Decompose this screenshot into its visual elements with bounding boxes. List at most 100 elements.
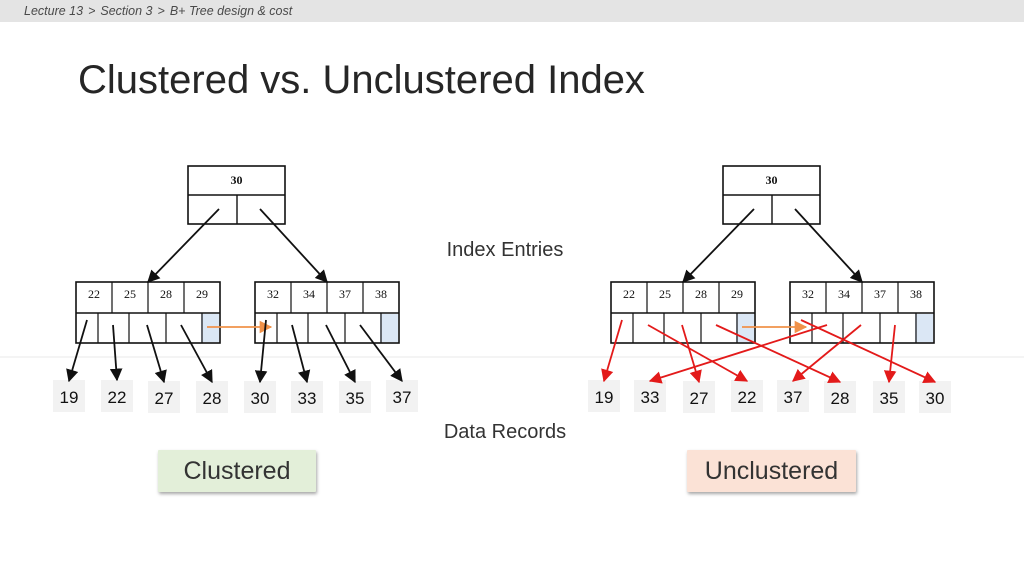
left-leaf-node: 22 25 28 29	[75, 281, 221, 344]
root-to-left-leaf-arrow	[682, 208, 755, 283]
root-key: 30	[766, 173, 778, 187]
leaf-key: 28	[695, 287, 707, 301]
data-record-value: 27	[155, 389, 174, 408]
data-record-box	[731, 380, 763, 412]
leaf-key: 25	[124, 287, 136, 301]
root-to-left-leaf-arrow	[147, 208, 220, 283]
data-record-value: 22	[738, 388, 757, 407]
data-record: 28	[824, 381, 856, 413]
record-pointer-arrow	[792, 324, 862, 382]
data-record-box	[824, 381, 856, 413]
data-record-value: 27	[690, 389, 709, 408]
record-pointer-arrow	[254, 319, 268, 384]
leaf-key: 22	[623, 287, 635, 301]
record-pointer-arrow	[648, 324, 828, 384]
data-record: 28	[196, 381, 228, 413]
leaf-key: 37	[339, 287, 351, 301]
data-records-label: Data Records	[444, 421, 566, 443]
data-record-box	[196, 381, 228, 413]
leaf-key: 38	[375, 287, 387, 301]
data-record-box	[291, 381, 323, 413]
root-to-right-leaf-arrow	[794, 208, 863, 283]
clustered-tree: 30 22 25 28 29 32 34 37 38 19 22 27 28 30 33 35 37	[53, 165, 418, 413]
data-record-value: 19	[595, 388, 614, 407]
record-pointer-arrow	[647, 324, 749, 382]
data-record-value: 35	[346, 389, 365, 408]
leaf-next-pointer-cell	[915, 314, 933, 342]
data-record-value: 30	[251, 389, 270, 408]
record-pointer-arrow	[359, 324, 403, 383]
data-record: 27	[148, 381, 180, 413]
data-record-value: 28	[203, 389, 222, 408]
record-pointer-arrow	[180, 324, 213, 384]
data-record: 27	[683, 381, 715, 413]
data-record-box	[148, 381, 180, 413]
data-record: 30	[244, 381, 276, 413]
leaf-next-pointer-cell	[736, 314, 754, 342]
data-record-value: 37	[393, 388, 412, 407]
data-record: 30	[919, 381, 951, 413]
data-record: 33	[634, 380, 666, 412]
data-record-value: 30	[926, 389, 945, 408]
data-record-box	[588, 380, 620, 412]
leaf-key: 32	[802, 287, 814, 301]
data-record-box	[919, 381, 951, 413]
record-pointer-arrow	[291, 324, 311, 384]
breadcrumb-item-topic[interactable]: B+ Tree design & cost	[169, 4, 293, 18]
record-pointer-arrow	[146, 324, 167, 384]
slide-title: Clustered vs. Unclustered Index	[78, 58, 645, 102]
data-record: 35	[339, 381, 371, 413]
data-record-value: 33	[298, 389, 317, 408]
data-record-value: 33	[641, 388, 660, 407]
data-record-box	[386, 380, 418, 412]
leaf-next-pointer-cell	[380, 314, 398, 342]
leaf-key: 34	[838, 287, 850, 301]
leaf-key: 22	[88, 287, 100, 301]
index-entries-label: Index Entries	[447, 239, 564, 261]
record-pointer-arrow	[681, 324, 702, 384]
data-record: 33	[291, 381, 323, 413]
leaf-key: 29	[731, 287, 743, 301]
root-node: 30	[187, 165, 286, 225]
breadcrumb-separator: >	[157, 4, 165, 18]
root-node: 30	[722, 165, 821, 225]
leaf-key: 28	[160, 287, 172, 301]
breadcrumb-item-section[interactable]: Section 3	[100, 4, 153, 18]
record-pointer-arrow	[601, 319, 623, 383]
breadcrumb-item-lecture[interactable]: Lecture 13	[24, 4, 84, 18]
data-record: 22	[731, 380, 763, 412]
record-pointer-arrow	[883, 324, 897, 384]
leaf-key: 38	[910, 287, 922, 301]
data-record-value: 28	[831, 389, 850, 408]
leaf-key: 32	[267, 287, 279, 301]
data-record-value: 37	[784, 388, 803, 407]
data-record-box	[53, 380, 85, 412]
data-record: 19	[53, 380, 85, 412]
leaf-next-pointer-cell	[201, 314, 219, 342]
data-record: 22	[101, 380, 133, 412]
leaf-key: 34	[303, 287, 315, 301]
data-record: 35	[873, 381, 905, 413]
data-record-value: 19	[60, 388, 79, 407]
record-pointer-arrow	[66, 319, 88, 383]
data-record-box	[244, 381, 276, 413]
data-record-value: 35	[880, 389, 899, 408]
leaf-key: 29	[196, 287, 208, 301]
right-leaf-node: 32 34 37 38	[254, 281, 400, 344]
breadcrumb: Lecture 13 > Section 3 > B+ Tree design & co…	[0, 0, 1024, 22]
root-to-right-leaf-arrow	[259, 208, 328, 283]
data-record: 19	[588, 380, 620, 412]
record-pointer-arrow	[325, 324, 356, 384]
data-record: 37	[386, 380, 418, 412]
data-record-box	[873, 381, 905, 413]
data-record-box	[634, 380, 666, 412]
breadcrumb-separator: >	[88, 4, 96, 18]
root-key: 30	[231, 173, 243, 187]
data-record-box	[339, 381, 371, 413]
leaf-key: 37	[874, 287, 886, 301]
data-record-value: 22	[108, 388, 127, 407]
record-pointer-arrow	[109, 324, 123, 382]
